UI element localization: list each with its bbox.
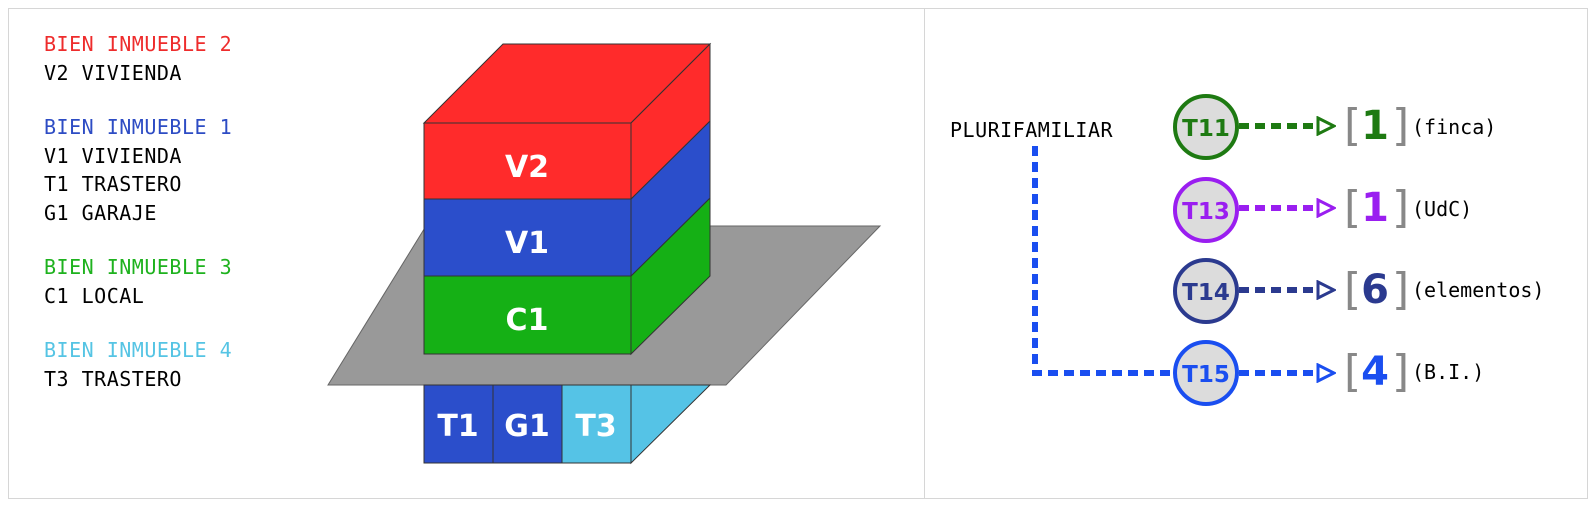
- root-connector: [1032, 146, 1175, 376]
- legend-item: V1 VIVIENDA: [44, 143, 182, 168]
- bracket-open: [: [1344, 346, 1361, 397]
- classification-diagram: PLURIFAMILIAR T11 [ 1 ] (finca) T13 [ 1 …: [950, 94, 1544, 406]
- node-t11: [1173, 94, 1239, 160]
- legend-item: T3 TRASTERO: [44, 366, 182, 391]
- legend-item: T1 TRASTERO: [44, 172, 182, 196]
- legend-title: BIEN INMUEBLE 2: [44, 32, 233, 56]
- label-v1: V1: [505, 226, 549, 261]
- legend-item: V2 VIVIENDA: [44, 60, 182, 85]
- node-t15: [1173, 340, 1239, 406]
- legend-item: G1 GARAJE: [44, 200, 157, 225]
- basement-side: [630, 384, 712, 465]
- bracket-open: [: [1344, 182, 1361, 233]
- bracket-open: [: [1344, 100, 1361, 151]
- label-c1: C1: [506, 303, 549, 338]
- label-g1: G1: [504, 409, 550, 444]
- legend-item: C1 LOCAL: [44, 283, 145, 308]
- legend-title: BIEN INMUEBLE 3: [44, 255, 233, 279]
- label-t15: (B.I.): [1412, 360, 1484, 384]
- node-t11-label: T11: [1182, 116, 1230, 142]
- building-diagram: T1 G1 T3 C1 V1 V2: [327, 42, 882, 465]
- bracket-close: ]: [1392, 100, 1409, 151]
- label-t1: T1: [437, 409, 478, 444]
- legend-group-bi4: BIEN INMUEBLE 4 T3 TRASTERO: [44, 336, 232, 393]
- label-t13: (UdC): [1412, 197, 1472, 221]
- count-t15: 4: [1361, 349, 1389, 395]
- legend-group-bi2: BIEN INMUEBLE 2 V2 VIVIENDA: [44, 30, 232, 87]
- figure-frame: [8, 8, 1588, 499]
- bracket-open: [: [1344, 264, 1361, 315]
- count-t14: 6: [1361, 267, 1389, 313]
- count-t13: 1: [1361, 185, 1389, 231]
- c1-front: [423, 275, 632, 355]
- bracket-close: ]: [1392, 182, 1409, 233]
- label-t14: (elementos): [1412, 278, 1544, 302]
- label-t11: (finca): [1412, 115, 1496, 139]
- node-t13: [1173, 177, 1239, 243]
- v1-front: [423, 198, 632, 277]
- node-t15-label: T15: [1182, 362, 1230, 388]
- legend-group-bi3: BIEN INMUEBLE 3 C1 LOCAL: [44, 253, 232, 310]
- legend: BIEN INMUEBLE 2 V2 VIVIENDA BIEN INMUEBL…: [44, 30, 232, 419]
- v2-front: [423, 122, 632, 200]
- label-v2: V2: [505, 150, 549, 185]
- node-t13-label: T13: [1182, 199, 1230, 225]
- panel-divider: [924, 8, 925, 499]
- label-t3: T3: [575, 409, 616, 444]
- legend-title: BIEN INMUEBLE 1: [44, 115, 233, 139]
- count-t11: 1: [1361, 103, 1389, 149]
- basement-g1: [492, 384, 563, 464]
- node-t14-label: T14: [1182, 280, 1230, 306]
- basement-t3: [561, 384, 632, 464]
- bracket-close: ]: [1392, 264, 1409, 315]
- legend-title: BIEN INMUEBLE 4: [44, 338, 233, 362]
- bracket-close: ]: [1392, 346, 1409, 397]
- root-label: PLURIFAMILIAR: [950, 118, 1113, 142]
- node-t14: [1173, 258, 1239, 324]
- legend-group-bi1: BIEN INMUEBLE 1 V1 VIVIENDA T1 TRASTERO …: [44, 113, 232, 227]
